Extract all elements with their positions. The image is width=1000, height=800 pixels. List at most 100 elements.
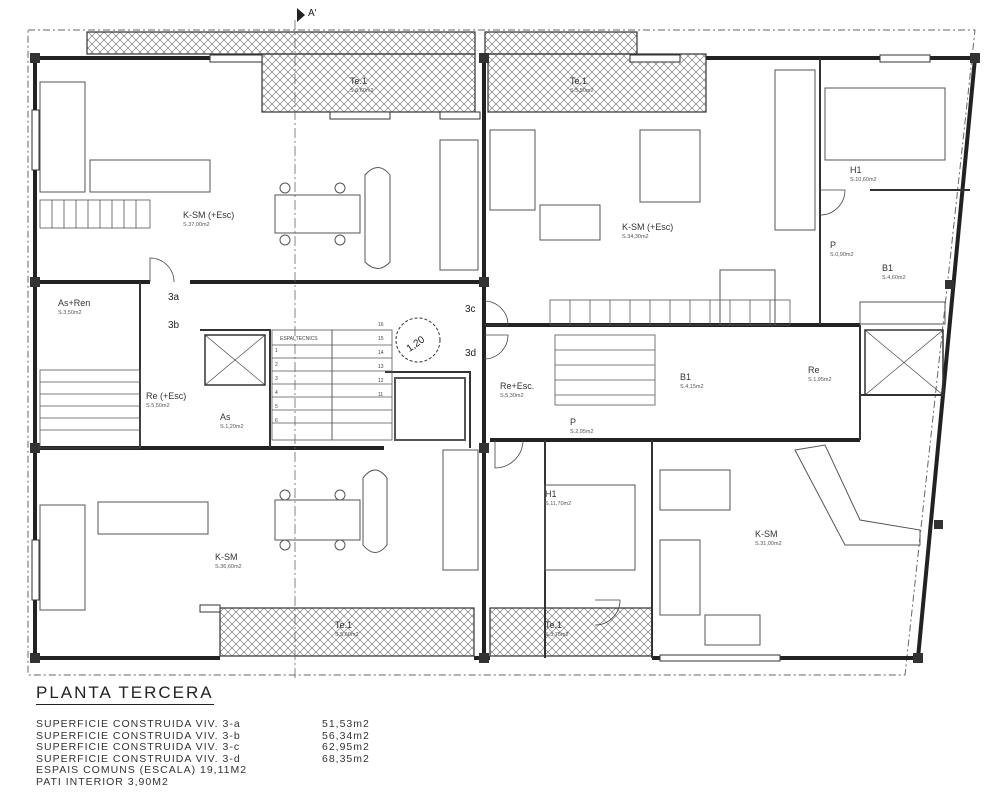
area-label: SUPERFICIE CONSTRUIDA VIV. 3-a (36, 718, 241, 730)
svg-text:S.5,60m2: S.5,60m2 (335, 632, 359, 638)
svg-text:K-SM (+Esc): K-SM (+Esc) (183, 210, 234, 220)
svg-text:S.4,60m2: S.4,60m2 (882, 275, 906, 281)
svg-text:S.31,00m2: S.31,00m2 (755, 541, 782, 547)
svg-text:5: 5 (275, 404, 278, 410)
svg-text:S.37,00m2: S.37,00m2 (183, 222, 210, 228)
svg-text:4: 4 (275, 390, 278, 396)
svg-text:Re+Esc.: Re+Esc. (500, 381, 534, 391)
area-label: SUPERFICIE CONSTRUIDA VIV. 3-c (36, 741, 241, 753)
area-value: 62,95m2 (322, 741, 370, 753)
room-te1-bl: Te.1 S.5,60m2 (335, 620, 359, 638)
room-te1-tr: Te.1 S.5,50m2 (570, 76, 594, 94)
plan-legend: PLANTA TERCERA SUPERFICIE CONSTRUIDA VIV… (36, 683, 636, 788)
room-p-c: P S.2,95m2 (570, 417, 594, 435)
interior-patio-area: PATI INTERIOR 3,90M2 (36, 775, 169, 788)
svg-text:S.2,95m2: S.2,95m2 (570, 429, 594, 435)
room-as-l: As S.1,20m2 (220, 412, 244, 430)
room-asren: As+Ren S.3,50m2 (58, 298, 90, 316)
terrace-top-left (86, 31, 476, 55)
area-value: 51,53m2 (322, 718, 370, 730)
unit-tag-a: 3a (168, 292, 180, 303)
turning-circle: 1,20 (395, 317, 441, 363)
svg-text:As: As (220, 412, 231, 422)
plan-title: PLANTA TERCERA (36, 683, 214, 705)
svg-text:K-SM: K-SM (755, 529, 778, 539)
svg-text:S.34,30m2: S.34,30m2 (622, 234, 649, 240)
svg-text:12: 12 (378, 378, 384, 384)
area-label: SUPERFICIE CONSTRUIDA VIV. 3-d (36, 752, 241, 765)
site-boundary (27, 29, 976, 676)
svg-text:S.5,30m2: S.5,30m2 (500, 393, 524, 399)
svg-text:15: 15 (378, 336, 384, 342)
stair-numbers-right: 16 15 14 13 12 11 (378, 322, 384, 398)
svg-text:S.4,15m2: S.4,15m2 (680, 384, 704, 390)
room-h1-bc: H1 S.11,70m2 (545, 489, 571, 507)
terrace-top-right (484, 31, 638, 55)
common-areas: ESPAIS COMUNS (ESCALA) 19,11M2 (36, 764, 248, 776)
room-ksm-tl: K-SM (+Esc) S.37,00m2 (183, 210, 234, 228)
room-p-tr: P S.0,90m2 (830, 240, 854, 258)
terrace-bottom-left (219, 607, 475, 657)
area-row-3c: SUPERFICIE CONSTRUIDA VIV. 3-c 62,95m2 (36, 741, 636, 754)
svg-text:2: 2 (275, 362, 278, 368)
svg-text:6: 6 (275, 418, 278, 424)
svg-text:S.11,70m2: S.11,70m2 (545, 501, 571, 507)
area-label: SUPERFICIE CONSTRUIDA VIV. 3-b (36, 729, 241, 742)
room-re-l: Re (+Esc) S.5,50m2 (146, 391, 186, 409)
room-b1-c: B1 S.4,15m2 (680, 372, 704, 390)
svg-text:B1: B1 (882, 263, 893, 273)
svg-text:S.3,75m2: S.3,75m2 (545, 632, 569, 638)
columns (30, 53, 980, 663)
area-row-3b: SUPERFICIE CONSTRUIDA VIV. 3-b 56,34m2 (36, 729, 636, 743)
windows (31, 54, 931, 662)
svg-text:3: 3 (275, 376, 278, 382)
svg-text:S.3,50m2: S.3,50m2 (58, 310, 82, 316)
stair-label: ESPAI TECNICS (280, 336, 318, 342)
svg-text:S.5,50m2: S.5,50m2 (146, 403, 170, 409)
svg-text:Te.1: Te.1 (545, 620, 562, 630)
area-row-3a: SUPERFICIE CONSTRUIDA VIV. 3-a 51,53m2 (36, 718, 636, 731)
section-marker-top: A' (297, 8, 317, 22)
room-re-r: Re S.1,95m2 (808, 365, 832, 383)
svg-text:16: 16 (378, 322, 384, 328)
svg-text:S.10,60m2: S.10,60m2 (850, 177, 877, 183)
floor-plan: A' A 1,20 3a 3b 3c 3d ESPAI TECNICS 1 2 … (27, 8, 980, 680)
furniture (39, 69, 946, 646)
room-te1-bc: Te.1 S.3,75m2 (545, 620, 569, 638)
svg-text:S.5,50m2: S.5,50m2 (570, 88, 594, 94)
svg-text:1: 1 (275, 348, 278, 354)
stair-right (549, 299, 791, 406)
room-b1-tr: B1 S.4,60m2 (882, 263, 906, 281)
svg-text:Te.1: Te.1 (350, 76, 367, 86)
section-marker-top-label: A' (308, 8, 317, 19)
svg-text:S.1,20m2: S.1,20m2 (220, 424, 244, 430)
turning-circle-label: 1,20 (405, 334, 428, 354)
room-ksm-tc: K-SM (+Esc) S.34,30m2 (622, 222, 673, 240)
unit-tag-d: 3d (465, 348, 476, 359)
terrace-bottom-center (489, 607, 653, 657)
svg-text:As+Ren: As+Ren (58, 298, 90, 308)
svg-text:P: P (570, 417, 576, 427)
terrace-top-left-body (261, 53, 476, 113)
svg-text:P: P (830, 240, 836, 250)
svg-text:Re: Re (808, 365, 820, 375)
walls (33, 56, 977, 660)
area-value: 56,34m2 (322, 729, 370, 742)
svg-text:Te.1: Te.1 (570, 76, 587, 86)
lift-shaft (204, 334, 266, 386)
svg-text:11: 11 (378, 392, 383, 398)
svg-text:13: 13 (378, 364, 384, 370)
room-te1-tl: Te.1 S.6,60m2 (350, 76, 374, 94)
svg-text:K-SM: K-SM (215, 552, 238, 562)
terraces (86, 31, 707, 657)
svg-text:H1: H1 (545, 489, 557, 499)
svg-text:S.0,90m2: S.0,90m2 (830, 252, 854, 258)
terrace-top-right-body (487, 53, 707, 113)
svg-text:Re (+Esc): Re (+Esc) (146, 391, 186, 401)
svg-text:S.1,95m2: S.1,95m2 (808, 377, 832, 383)
unit-tag-b: 3b (168, 320, 180, 331)
room-ksm-bl: K-SM S.36,60m2 (215, 552, 242, 570)
svg-text:S.6,60m2: S.6,60m2 (350, 88, 374, 94)
svg-text:H1: H1 (850, 165, 862, 175)
